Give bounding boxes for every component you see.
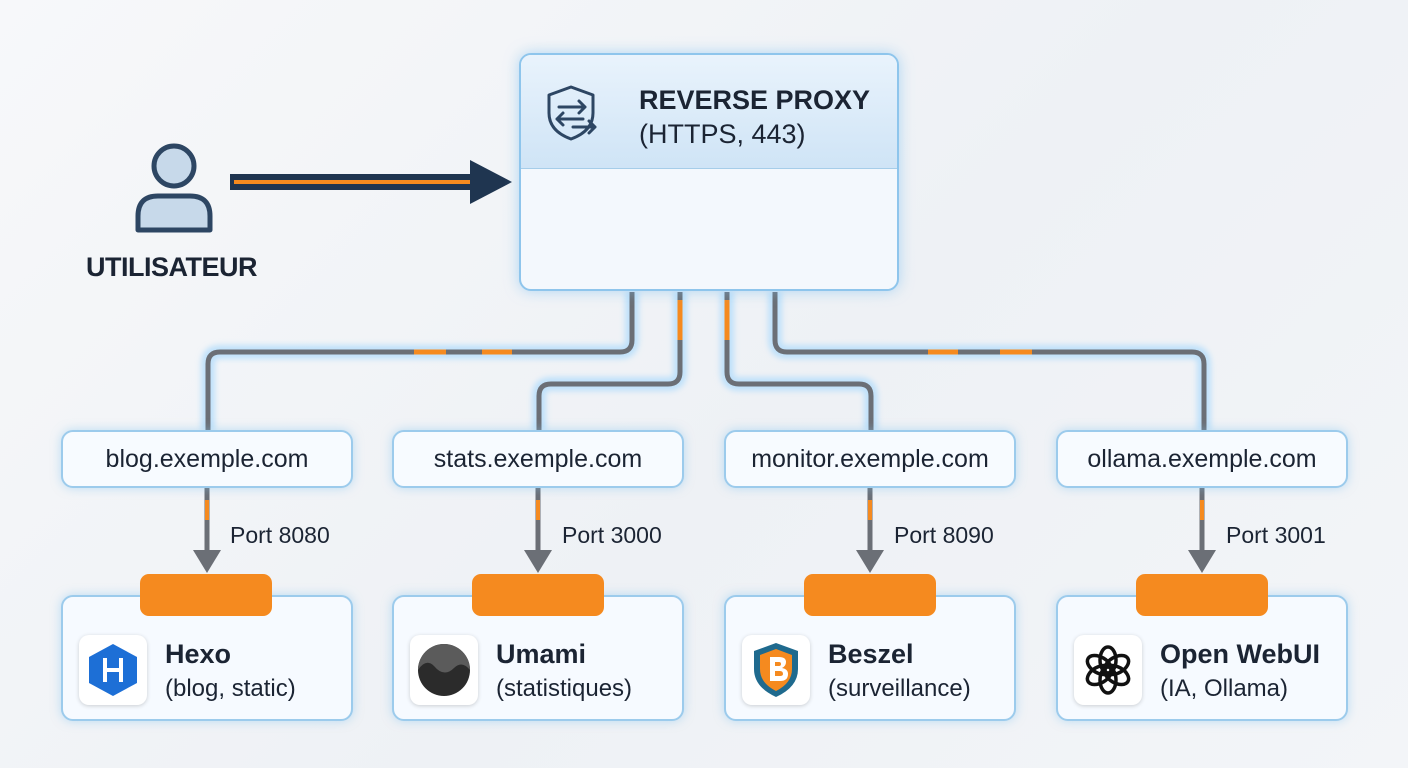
service-tab — [140, 574, 272, 616]
reverse-proxy-header: REVERSE PROXY (HTTPS, 443) — [521, 55, 897, 169]
service-name-hexo: Hexo — [165, 639, 232, 669]
wire-blog — [205, 292, 635, 430]
arrow-down-icon — [856, 550, 884, 573]
beszel-logo-icon — [742, 635, 810, 705]
service-name-openwebui: Open WebUI — [1160, 639, 1321, 669]
arrow-down-icon — [193, 550, 221, 573]
service-desc-openwebui: (IA, Ollama) — [1160, 675, 1289, 702]
user-icon — [135, 143, 213, 233]
service-tab — [1136, 574, 1268, 616]
service-tab — [472, 574, 604, 616]
port-ollama: Port 3001 — [1226, 522, 1326, 548]
user-to-proxy-arrow — [230, 160, 512, 204]
service-card-umami: Umami (statistiques) — [392, 595, 684, 721]
wire-stats — [536, 292, 683, 430]
service-card-beszel: Beszel (surveillance) — [724, 595, 1016, 721]
reverse-proxy-subtitle: (HTTPS, 443) — [639, 119, 806, 149]
hexo-logo-icon — [79, 635, 147, 705]
reverse-proxy-title: REVERSE PROXY — [639, 85, 871, 115]
domain-blog: blog.exemple.com — [61, 430, 353, 488]
domain-monitor: monitor.exemple.com — [724, 430, 1016, 488]
umami-logo-icon — [410, 635, 478, 705]
port-stats: Port 3000 — [562, 522, 662, 548]
wire-monitor — [724, 292, 874, 430]
service-card-openwebui: Open WebUI (IA, Ollama) — [1056, 595, 1348, 721]
user-label: UTILISATEUR — [86, 252, 258, 282]
service-tab — [804, 574, 936, 616]
service-card-hexo: Hexo (blog, static) — [61, 595, 353, 721]
arrow-down-icon — [1188, 550, 1216, 573]
openwebui-logo-icon — [1074, 635, 1142, 705]
domain-ollama: ollama.exemple.com — [1056, 430, 1348, 488]
service-name-beszel: Beszel — [828, 639, 914, 669]
arrow-down-icon — [524, 550, 552, 573]
wire-ollama — [772, 292, 1207, 430]
service-desc-hexo: (blog, static) — [165, 675, 296, 702]
port-monitor: Port 8090 — [894, 522, 994, 548]
shield-arrows-icon — [547, 85, 597, 141]
port-blog: Port 8080 — [230, 522, 330, 548]
service-desc-umami: (statistiques) — [496, 675, 633, 702]
reverse-proxy-box: REVERSE PROXY (HTTPS, 443) — [519, 53, 899, 291]
domain-stats: stats.exemple.com — [392, 430, 684, 488]
service-name-umami: Umami — [496, 639, 587, 669]
service-desc-beszel: (surveillance) — [828, 675, 971, 702]
